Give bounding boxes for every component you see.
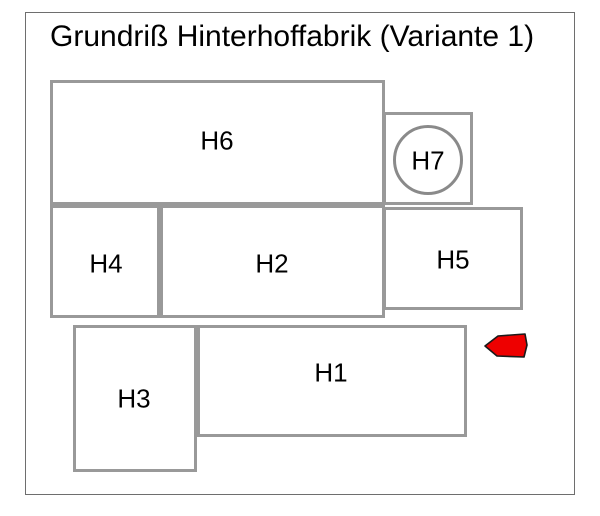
room-h5[interactable]	[383, 207, 523, 310]
room-label-h4: H4	[89, 248, 123, 279]
red-arrow-icon	[483, 332, 529, 360]
room-label-h3: H3	[117, 383, 151, 414]
page-title: Grundriß Hinterhoffabrik (Variante 1)	[50, 20, 535, 53]
room-h7[interactable]	[383, 112, 473, 205]
room-label-h7: H7	[411, 145, 445, 176]
room-label-h2: H2	[255, 248, 289, 279]
room-label-h6: H6	[200, 125, 234, 156]
circle-shape-h7	[393, 125, 463, 195]
room-h3[interactable]	[73, 325, 197, 472]
room-h1[interactable]	[197, 325, 467, 437]
room-label-h5: H5	[436, 244, 470, 275]
page-border	[25, 12, 575, 495]
room-h4[interactable]	[50, 205, 160, 318]
room-label-h1: H1	[314, 357, 348, 388]
